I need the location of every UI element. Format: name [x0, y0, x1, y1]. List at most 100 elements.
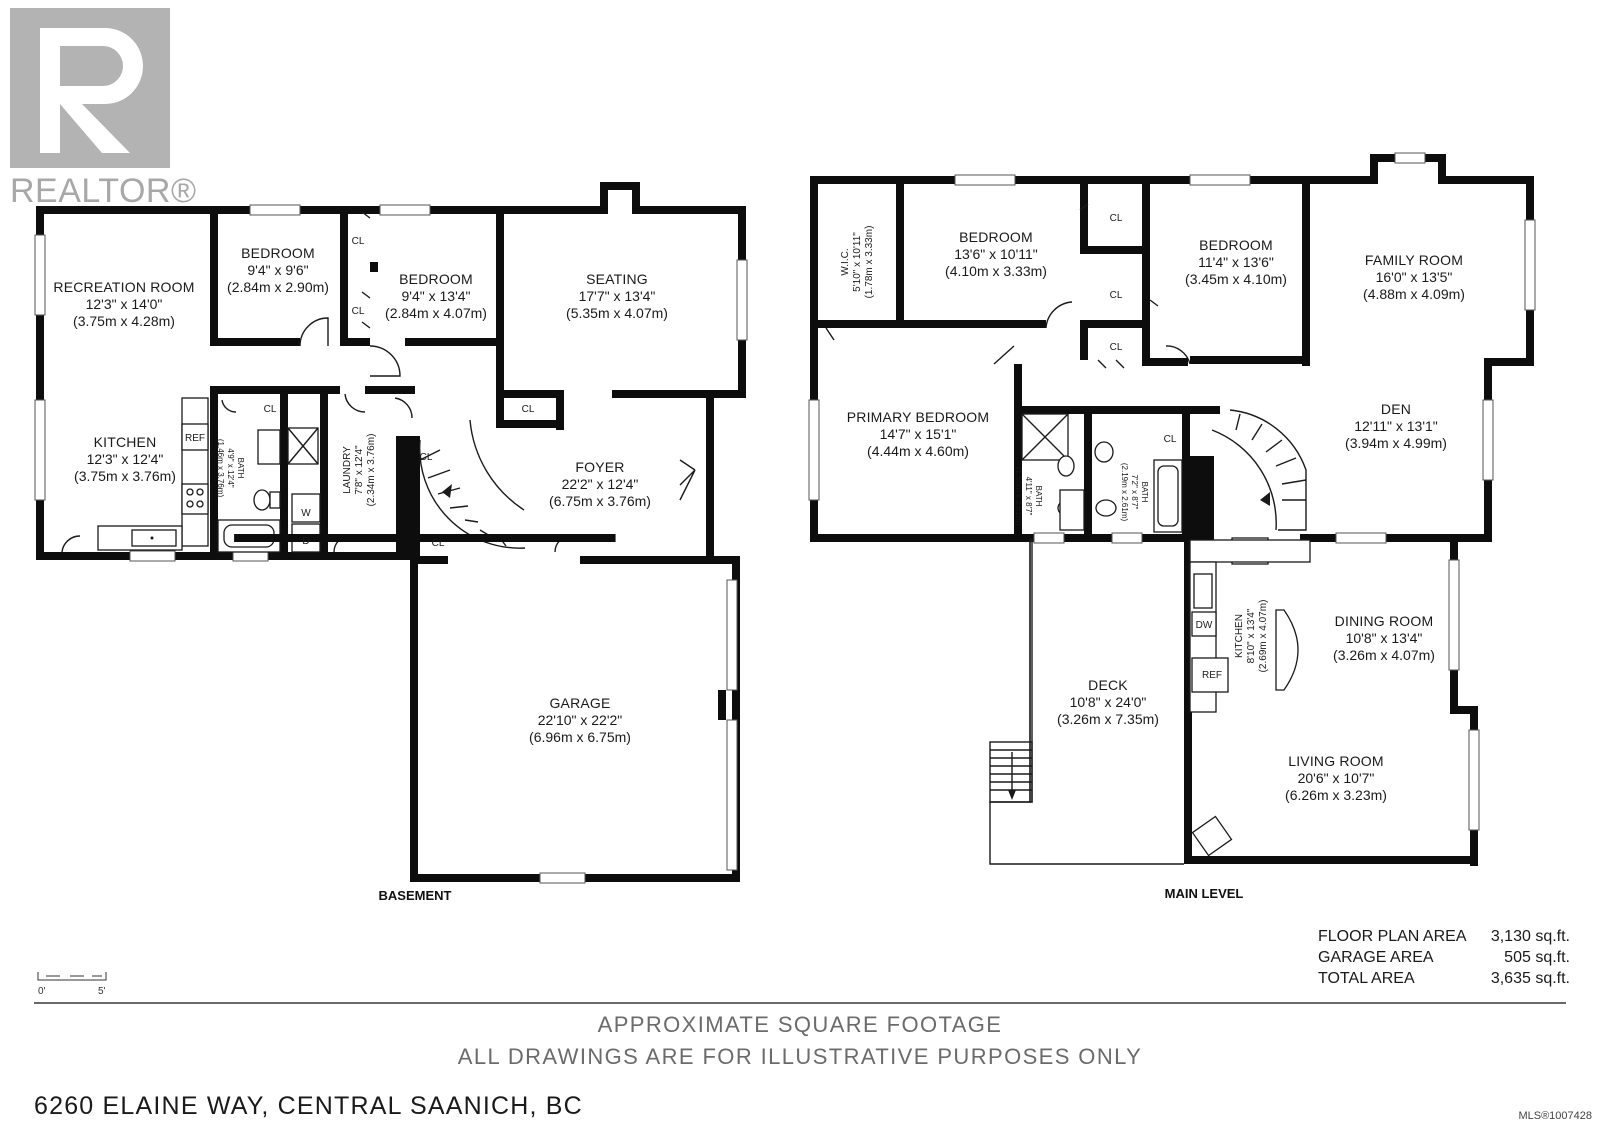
area-summary: FLOOR PLAN AREA 3,130 sq.ft. GARAGE AREA…	[1318, 926, 1570, 989]
disclaimer-line-2: ALL DRAWINGS ARE FOR ILLUSTRATIVE PURPOS…	[457, 1044, 1143, 1069]
room-dims: 20'6" x 10'7"	[1298, 770, 1375, 786]
property-address: 6260 ELAINE WAY, CENTRAL SAANICH, BC	[34, 1092, 583, 1120]
closet-label: CL	[522, 404, 535, 415]
area-row: TOTAL AREA 3,635 sq.ft.	[1318, 968, 1570, 989]
room-dims: 16'0" x 13'5"	[1376, 269, 1453, 285]
closet-label: CL	[432, 538, 445, 549]
room-name: BATH	[1140, 482, 1149, 503]
room-dims: 12'11" x 13'1"	[1354, 418, 1438, 434]
room-metric: (3.45m x 4.10m)	[1185, 271, 1287, 287]
room-metric: (1.50m x 2.61m)	[1014, 467, 1023, 526]
area-value: 3,635 sq.ft.	[1490, 970, 1570, 987]
room-metric: (5.35m x 4.07m)	[566, 305, 668, 321]
floor-plan-drawing: RECREATION ROOM 12'3" x 14'0" (3.75m x 4…	[34, 152, 1536, 903]
room-dims: 17'7" x 13'4"	[579, 288, 656, 304]
closet-label: CL	[352, 236, 365, 247]
room-dims: 9'4" x 13'4"	[402, 288, 471, 304]
room-dims: 12'3" x 12'4"	[87, 451, 164, 467]
footer-divider	[34, 1002, 1566, 1004]
disclaimer-line-1: APPROXIMATE SQUARE FOOTAGE	[597, 1012, 1003, 1037]
area-value: 3,130 sq.ft.	[1490, 928, 1570, 945]
room-metric: (1.46m x 3.76m)	[216, 439, 225, 498]
room-dims: 14'7" x 15'1"	[880, 426, 957, 442]
dryer-label: D	[302, 536, 309, 547]
room-name: SEATING	[586, 271, 648, 287]
room-dims: 12'3" x 14'0"	[86, 296, 163, 312]
scale-bar: 0' 5'	[36, 970, 116, 1001]
room-dims: 4'11" x 8'7"	[1024, 477, 1033, 516]
room-metric: (6.75m x 3.76m)	[549, 493, 651, 509]
area-label: FLOOR PLAN AREA	[1318, 928, 1467, 945]
room-name: FOYER	[575, 459, 624, 475]
room-dims: 13'6" x 10'11"	[954, 246, 1038, 262]
main-level-labels: BEDROOM 13'6" x 10'11" (4.10m x 3.33m) B…	[840, 213, 1465, 901]
area-row: GARAGE AREA 505 sq.ft.	[1318, 947, 1570, 968]
room-metric: (3.26m x 4.07m)	[1333, 647, 1435, 663]
room-name: BEDROOM	[959, 229, 1033, 245]
room-name: DEN	[1381, 401, 1411, 417]
room-dims: 10'8" x 24'0"	[1070, 694, 1147, 710]
room-dims: 7'2" x 8'7"	[1130, 475, 1139, 510]
closet-label: CL	[352, 306, 365, 317]
scale-start: 0'	[38, 986, 46, 996]
room-dims: 10'8" x 13'4"	[1346, 630, 1423, 646]
room-name: FAMILY ROOM	[1365, 252, 1463, 268]
room-name: BATH	[1034, 486, 1043, 507]
closet-label: CL	[1110, 213, 1123, 224]
room-name: W.I.C.	[840, 248, 851, 275]
room-name: LAUNDRY	[342, 446, 353, 494]
room-metric: (3.26m x 7.35m)	[1057, 711, 1159, 727]
room-metric: (1.78m x 3.33m)	[864, 226, 875, 299]
room-name: BEDROOM	[241, 245, 315, 261]
level-label-main: MAIN LEVEL	[1165, 886, 1244, 901]
fridge-label: REF	[1202, 670, 1222, 681]
room-name: BATH	[236, 458, 245, 479]
mls-number: MLS®1007428	[1518, 1110, 1592, 1122]
room-metric: (3.75m x 3.76m)	[74, 468, 176, 484]
room-dims: 8'10" x 13'4"	[1246, 608, 1257, 663]
room-dims: 7'8" x 12'4"	[354, 445, 365, 495]
room-name: KITCHEN	[1234, 614, 1245, 658]
closet-label: CL	[1110, 290, 1123, 301]
room-name: BEDROOM	[399, 271, 473, 287]
room-name: RECREATION ROOM	[53, 279, 194, 295]
room-metric: (3.75m x 4.28m)	[73, 313, 175, 329]
room-dims: 5'10" x 10'11"	[852, 232, 863, 292]
room-metric: (4.10m x 3.33m)	[945, 263, 1047, 279]
realtor-wordmark: REALTOR®	[10, 172, 197, 210]
main-level-plan	[234, 152, 1536, 866]
room-name: PRIMARY BEDROOM	[847, 409, 990, 425]
room-dims: 9'4" x 9'6"	[247, 262, 308, 278]
room-dims: 22'2" x 12'4"	[562, 476, 639, 492]
level-label-basement: BASEMENT	[379, 888, 452, 903]
room-name: GARAGE	[549, 695, 610, 711]
room-metric: (2.19m x 2.61m)	[1120, 463, 1129, 522]
room-metric: (2.69m x 4.07m)	[1258, 600, 1269, 673]
room-dims: 4'9" x 12'4"	[226, 448, 235, 488]
room-name: DINING ROOM	[1335, 613, 1434, 629]
room-name: KITCHEN	[94, 434, 157, 450]
room-metric: (6.96m x 6.75m)	[529, 729, 631, 745]
room-dims: 11'4" x 13'6"	[1198, 254, 1274, 270]
area-label: GARAGE AREA	[1318, 949, 1434, 966]
realtor-logo: REALTOR®	[10, 8, 196, 218]
area-row: FLOOR PLAN AREA 3,130 sq.ft.	[1318, 926, 1570, 947]
area-value: 505 sq.ft.	[1504, 949, 1570, 966]
washer-label: W	[301, 508, 311, 519]
room-name: LIVING ROOM	[1288, 753, 1384, 769]
realtor-r-mark	[10, 8, 170, 168]
closet-label: CL	[264, 404, 277, 415]
fridge-label: REF	[185, 433, 205, 444]
room-metric: (2.84m x 4.07m)	[385, 305, 487, 321]
room-metric: (4.44m x 4.60m)	[867, 443, 969, 459]
room-metric: (3.94m x 4.99m)	[1345, 435, 1447, 451]
scale-end: 5'	[98, 986, 106, 996]
room-dims: 22'10" x 22'2"	[538, 712, 623, 728]
closet-label: CL	[420, 452, 433, 463]
basement-labels: RECREATION ROOM 12'3" x 14'0" (3.75m x 4…	[53, 236, 668, 903]
dishwasher-label: DW	[1196, 620, 1213, 631]
room-name: BEDROOM	[1199, 237, 1273, 253]
closet-label: CL	[1164, 434, 1177, 445]
room-metric: (4.88m x 4.09m)	[1363, 286, 1465, 302]
room-name: DECK	[1088, 677, 1128, 693]
